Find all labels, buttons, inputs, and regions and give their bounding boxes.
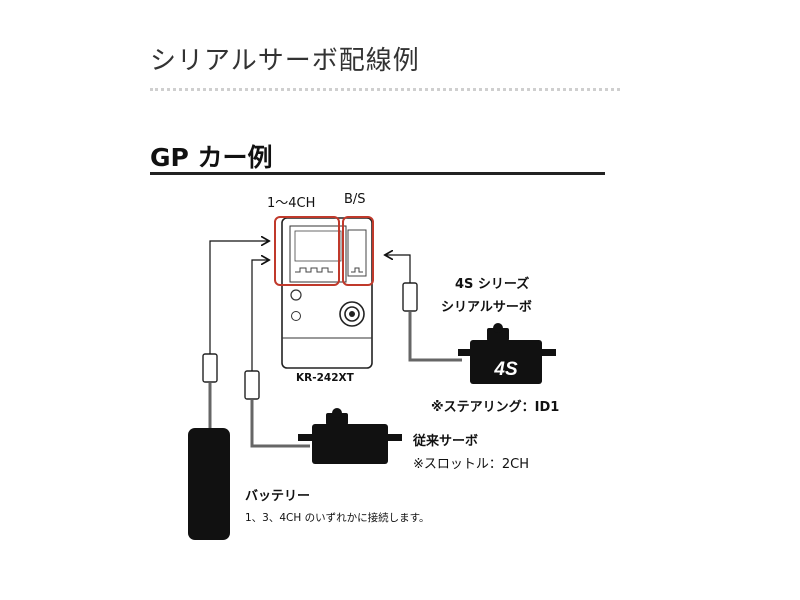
- battery-note: 1、3、4CH のいずれかに接続します。: [245, 512, 430, 524]
- receiver-hole: [291, 311, 301, 321]
- conventional-servo-icon: [298, 408, 402, 464]
- battery-connector: [202, 353, 218, 383]
- serial-servo-badge: 4S: [493, 359, 518, 380]
- receiver-pins: [295, 267, 333, 273]
- serial-servo-connector: [402, 282, 418, 312]
- channels-port-label: 1～4CH: [267, 196, 316, 211]
- receiver-bs-port: [347, 229, 367, 277]
- dotted-divider: [150, 88, 620, 91]
- page-title: シリアルサーボ配線例: [150, 46, 420, 76]
- highlight-bs-box: [342, 216, 374, 286]
- battery-wire: [202, 241, 268, 430]
- conventional-servo-connector: [244, 370, 260, 400]
- conventional-servo-wire: [244, 260, 310, 448]
- serial-servo-note: ※ステアリング：ID1: [431, 400, 560, 415]
- conventional-servo-note: ※スロットル：2CH: [413, 457, 530, 472]
- receiver-port-block: [289, 225, 347, 283]
- bs-port-label: B/S: [344, 192, 366, 207]
- serial-servo-name-line2: シリアルサーボ: [441, 300, 532, 315]
- highlight-channels-box: [274, 216, 340, 286]
- receiver-led: [290, 289, 302, 301]
- battery-name: バッテリー: [245, 489, 311, 504]
- serial-servo-wire: [386, 255, 462, 362]
- receiver-model-label: KR-242XT: [296, 372, 354, 384]
- section-underline: [150, 172, 605, 175]
- receiver: [274, 216, 374, 369]
- serial-servo-name-line1: 4S シリーズ: [455, 277, 530, 292]
- conventional-servo-name: 従来サーボ: [413, 434, 479, 449]
- serial-servo-icon: 4S: [458, 323, 556, 384]
- section-title: GP カー例: [150, 143, 273, 172]
- battery-icon: [188, 428, 230, 540]
